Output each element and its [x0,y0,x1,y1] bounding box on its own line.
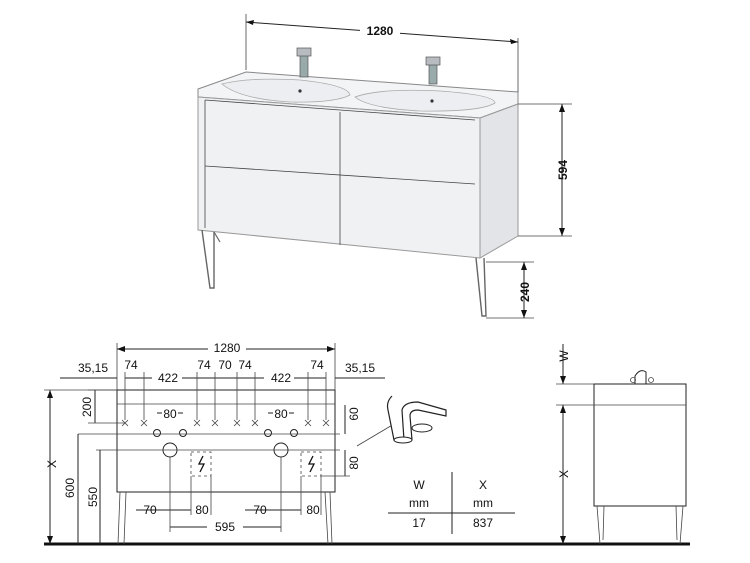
electric-left-icon [197,455,206,473]
table-value-w: 17 [412,516,426,530]
label-422-b: 422 [271,371,291,385]
label-595: 595 [215,520,235,534]
electric-right-icon [307,455,316,473]
table-header-x: X [479,478,487,492]
label-70: 70 [218,358,232,372]
dimension-leg-240: 240 [486,261,534,319]
front-view [44,389,690,546]
label-422-a: 422 [158,371,178,385]
faucet-right-icon [425,56,441,85]
table-value-x: 837 [473,516,493,530]
label-w-side: W [557,350,571,362]
vanity-perspective [197,47,519,317]
side-view: W X [556,344,687,545]
label-74-a: 74 [124,358,138,372]
label-60: 60 [347,407,361,421]
label-1280-top: 1280 [367,24,394,38]
table-header-w: W [413,478,425,492]
label-35-15-left: 35,15 [78,361,108,375]
label-1280-front: 1280 [214,341,241,355]
dimension-200: 200 [80,389,125,424]
dimension-front-1280: 1280 [116,341,336,390]
label-240: 240 [518,282,532,302]
label-80-bottom-b: 80 [306,503,320,517]
label-70-bottom-b: 70 [253,503,267,517]
label-600: 600 [63,478,77,498]
dimension-right: 60 80 [321,405,361,477]
dimension-verticals: X 600 550 [44,389,117,544]
faucet-detail-icon [356,395,447,447]
faucet-side-icon [634,370,647,384]
dimension-height-594: 594 [518,103,572,237]
label-x-front: X [45,460,59,468]
mounting-marks [121,419,330,427]
label-70-bottom-a: 70 [143,503,157,517]
label-35-15-right: 35,15 [345,361,375,375]
label-74-c: 74 [238,358,252,372]
dimension-spacing-row: 35,15 35,15 74 422 74 70 74 422 74 [60,358,385,420]
label-74-b: 74 [197,358,211,372]
dimension-mid-80: 80 80 [157,407,294,421]
dimension-top-width: 1280 [245,14,519,92]
faucet-left-icon [296,47,312,78]
dimension-bottom: 70 80 70 80 595 [136,457,322,534]
label-80-mid-b: 80 [274,407,288,421]
label-x-side: X [557,470,571,478]
label-80-mid-a: 80 [163,407,177,421]
dimension-table: W X mm mm 17 837 [388,472,515,534]
table-unit-w: mm [409,496,429,510]
label-550: 550 [86,487,100,507]
label-74-d: 74 [310,358,324,372]
label-200: 200 [80,397,94,417]
table-unit-x: mm [473,496,493,510]
label-594: 594 [556,160,570,180]
label-80-right: 80 [347,456,361,470]
label-80-bottom-a: 80 [195,503,209,517]
